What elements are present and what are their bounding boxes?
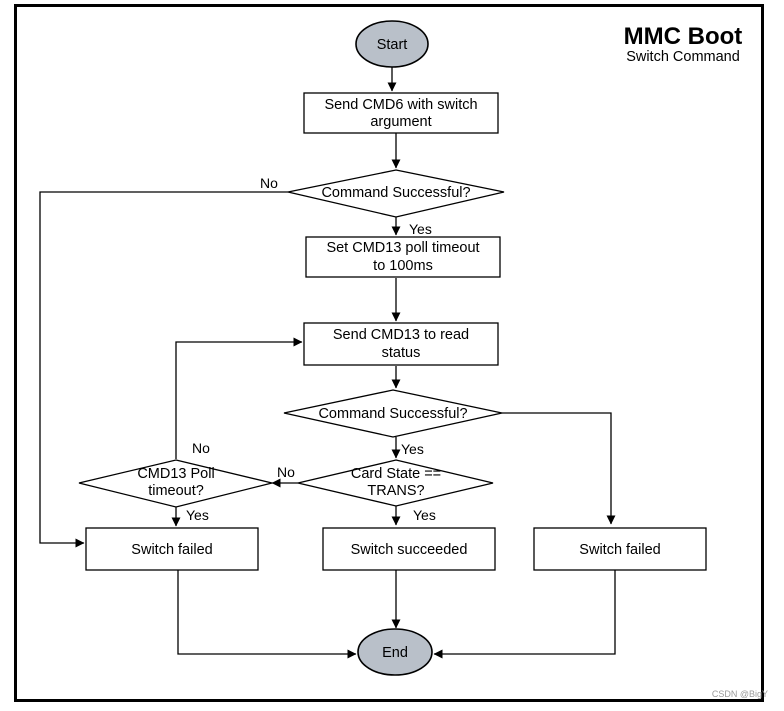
- card-state-label-line1: Card State ==: [351, 466, 441, 482]
- edge-decision2-no: [502, 412, 616, 525]
- set-timeout-label-line1: Set CMD13 poll timeout: [326, 240, 479, 256]
- set-timeout-label-line2: to 100ms: [373, 258, 433, 274]
- decision1-yes-label: Yes: [409, 221, 432, 237]
- send-cmd13-box: Send CMD13 to read status: [303, 322, 499, 366]
- send-cmd13-label-line1: Send CMD13 to read: [333, 327, 469, 343]
- send-cmd6-label-line2: argument: [370, 114, 431, 130]
- edge-failed-left-end: [177, 570, 357, 659]
- switch-succeeded-box: Switch succeeded: [322, 527, 496, 571]
- edge-failed-right-end: [433, 570, 616, 659]
- watermark: CSDN @BigY: [711, 689, 768, 699]
- edge-decision1-no: [39, 191, 288, 548]
- connectors: [39, 66, 616, 659]
- command-successful-decision-1: Command Successful?: [287, 169, 505, 218]
- poll-timeout-label-line1: CMD13 Poll: [137, 466, 214, 482]
- switch-failed-right-label: Switch failed: [579, 542, 660, 558]
- end-node: End: [357, 628, 433, 676]
- card-state-yes-label: Yes: [413, 507, 436, 523]
- card-state-decision: Card State == TRANS?: [297, 459, 494, 507]
- poll-timeout-yes-label: Yes: [186, 507, 209, 523]
- card-state-label-line2: TRANS?: [367, 483, 424, 499]
- diagram-subtitle: Switch Command: [626, 49, 740, 65]
- send-cmd6-box: Send CMD6 with switch argument: [303, 92, 499, 134]
- start-label: Start: [377, 37, 408, 53]
- send-cmd13-label-line2: status: [382, 345, 421, 361]
- diagram-title: MMC Boot: [624, 23, 743, 50]
- decision1-label: Command Successful?: [321, 185, 470, 201]
- switch-failed-left-label: Switch failed: [131, 542, 212, 558]
- decision2-yes-label: Yes: [401, 441, 424, 457]
- decision1-no-label: No: [260, 175, 278, 191]
- edge-poll-no: [175, 337, 303, 459]
- send-cmd6-label-line1: Send CMD6 with switch: [324, 97, 477, 113]
- command-successful-decision-2: Command Successful?: [283, 389, 503, 438]
- switch-succeeded-label: Switch succeeded: [351, 542, 468, 558]
- switch-failed-left-box: Switch failed: [85, 527, 259, 571]
- set-timeout-box: Set CMD13 poll timeout to 100ms: [305, 236, 501, 278]
- start-node: Start: [355, 20, 429, 68]
- poll-timeout-no-label: No: [192, 440, 210, 456]
- poll-timeout-label-line2: timeout?: [148, 483, 204, 499]
- poll-timeout-decision: CMD13 Poll timeout?: [78, 459, 273, 508]
- card-state-no-label: No: [277, 464, 295, 480]
- switch-failed-right-box: Switch failed: [533, 527, 707, 571]
- end-label: End: [382, 645, 408, 661]
- decision2-label: Command Successful?: [318, 406, 467, 422]
